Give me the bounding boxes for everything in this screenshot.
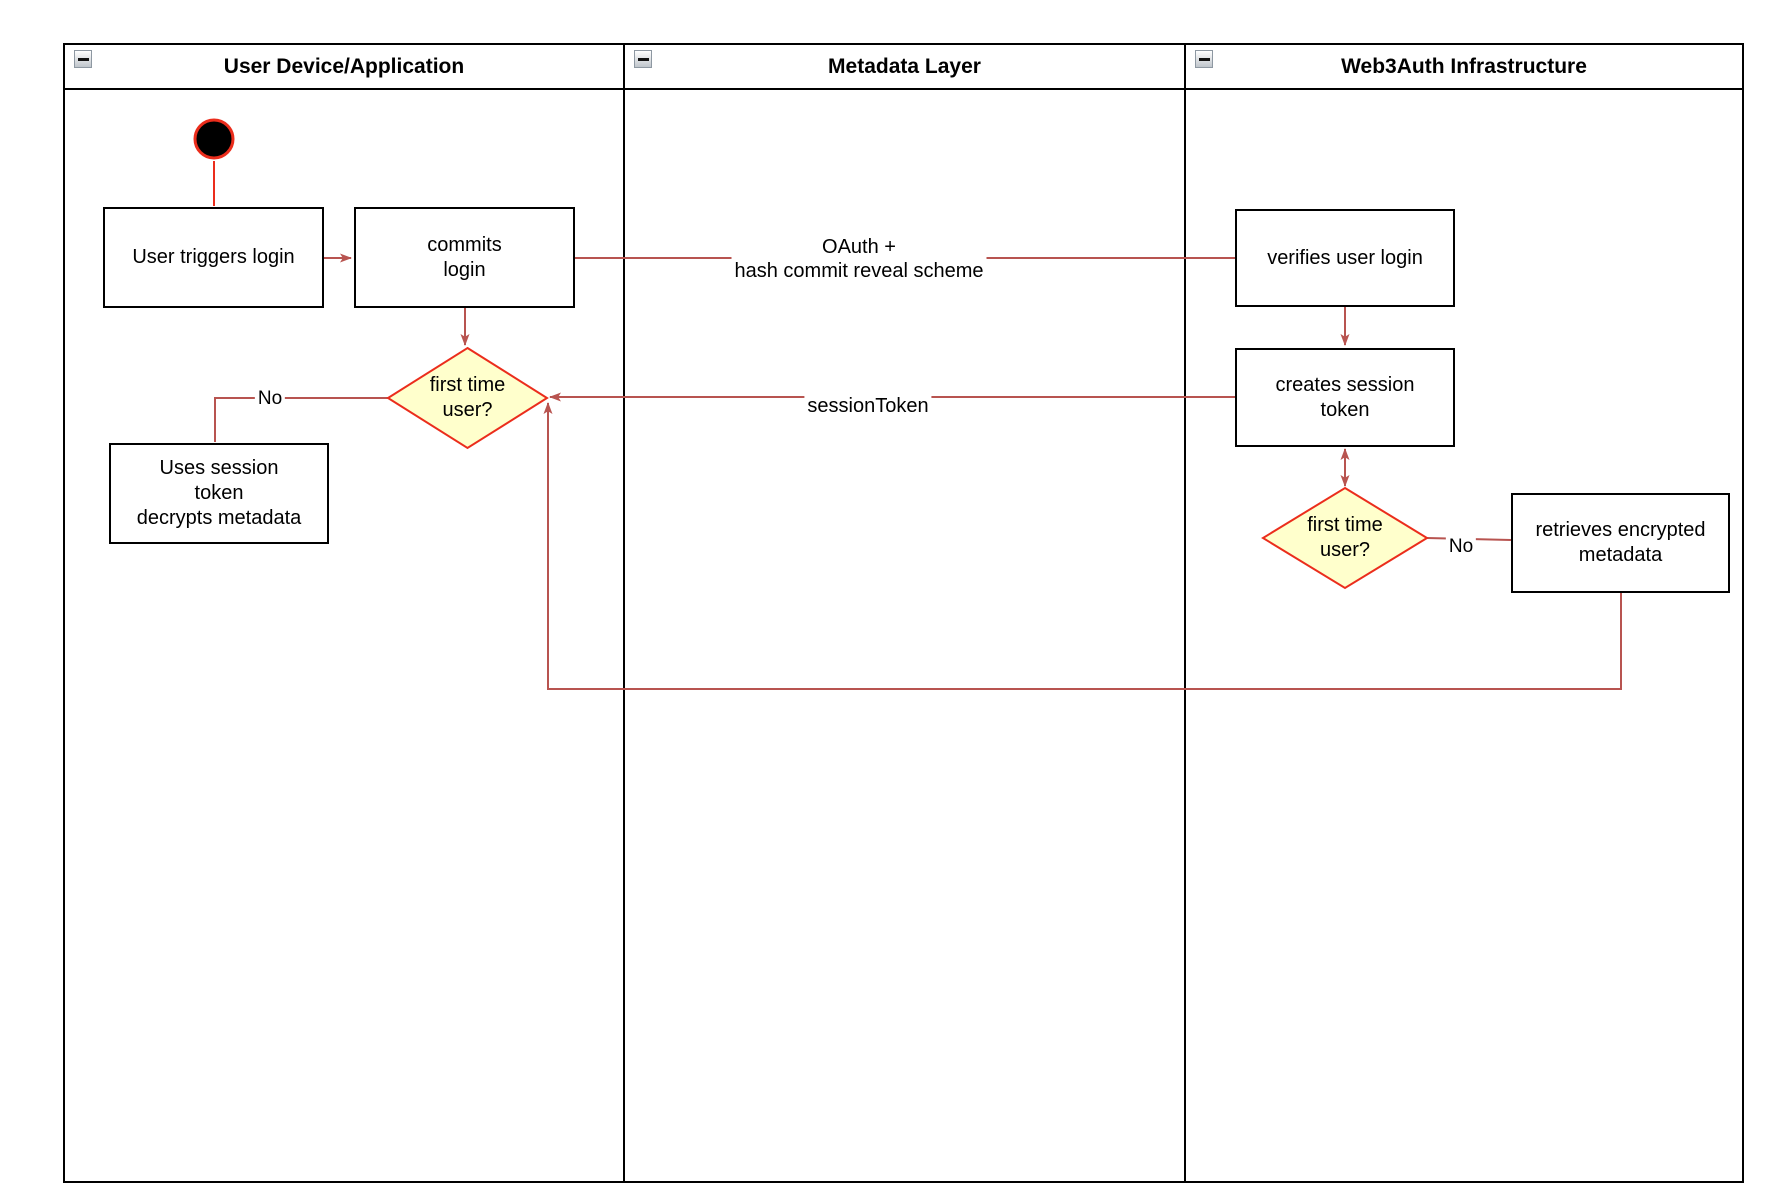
lane-title-user-device: User Device/Application [223, 54, 465, 78]
edge-label-no-infra: No [1445, 534, 1477, 560]
edge-label-session-token: sessionToken [804, 393, 932, 419]
node-user-triggers-login[interactable]: User triggers login [103, 207, 324, 308]
lane-title-metadata-layer: Metadata Layer [828, 54, 981, 78]
lane-header-user-device: User Device/Application [65, 45, 623, 90]
lane-title-web3auth-infra: Web3Auth Infrastructure [1341, 54, 1587, 78]
node-label: creates session token [1275, 373, 1415, 421]
edge-label-oauth: OAuth + hash commit reveal scheme [731, 234, 987, 284]
node-uses-session-token[interactable]: Uses session token decrypts metadata [109, 443, 329, 544]
node-label: User triggers login [132, 246, 295, 268]
node-commits-login[interactable]: commits login [354, 207, 575, 308]
collapse-lane-icon[interactable] [1195, 50, 1213, 68]
lane-metadata-layer: Metadata Layer [625, 45, 1186, 1181]
node-label: retrieves encrypted metadata [1535, 519, 1706, 566]
node-label: Uses session token decrypts metadata [136, 457, 302, 529]
node-verifies-user-login[interactable]: verifies user login [1235, 209, 1455, 307]
collapse-lane-icon[interactable] [634, 50, 652, 68]
node-retrieves-encrypted-metadata[interactable]: retrieves encrypted metadata [1511, 493, 1730, 593]
minus-icon [637, 57, 649, 61]
node-creates-session-token[interactable]: creates session token [1235, 348, 1455, 447]
lane-header-web3auth-infra: Web3Auth Infrastructure [1186, 45, 1742, 90]
decision-label-device: first time user? [429, 374, 506, 421]
lane-header-metadata-layer: Metadata Layer [625, 45, 1184, 90]
edge-label-no-device: No [254, 386, 286, 412]
node-label: commits login [427, 233, 502, 281]
lane-web3auth-infra: Web3Auth Infrastructure [1186, 45, 1742, 1181]
decision-label-infra: first time user? [1307, 514, 1383, 561]
node-label: verifies user login [1267, 246, 1423, 269]
minus-icon [1198, 57, 1210, 61]
minus-icon [77, 57, 89, 61]
collapse-lane-icon[interactable] [74, 50, 92, 68]
